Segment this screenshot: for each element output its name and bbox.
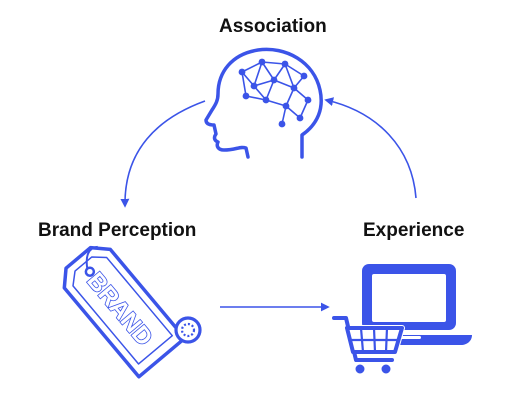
head-brain-network-icon [204,47,323,159]
badge-seal-icon [174,316,202,344]
shopping-cart-icon [329,313,405,376]
brand-tag-icon: BRAND [62,245,187,379]
laptop-shopping-cart-icon [329,264,472,376]
arrow-association-to-brand [120,100,206,208]
arrow-experience-to-association [324,97,417,199]
brand-perception-label: Brand Perception [38,220,197,241]
association-label: Association [219,16,327,37]
experience-label: Experience [363,220,465,241]
